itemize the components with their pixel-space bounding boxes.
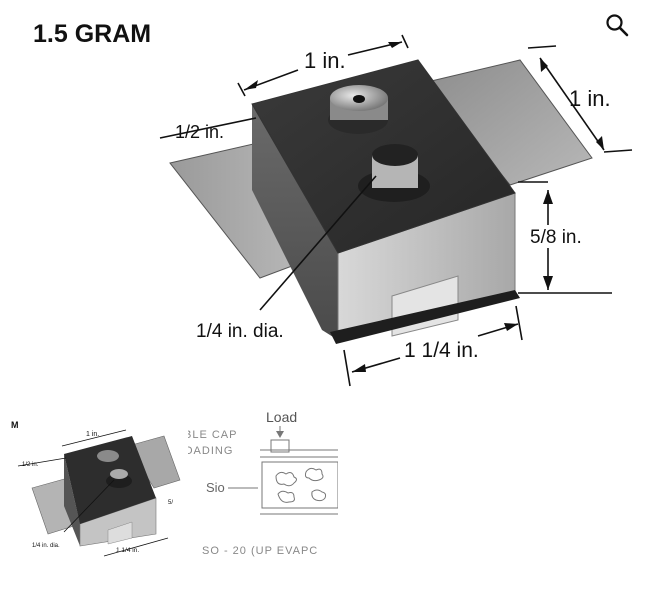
thumb-1-dim-flange: 1/2 in.: [22, 462, 39, 468]
thumb-1-dim-hole: 1/4 in. dia.: [32, 543, 60, 549]
dim-flange: 1/2 in.: [175, 122, 224, 142]
boat-diagram: 1.5 GRAM: [33, 20, 633, 387]
magnifier-icon: [606, 14, 629, 37]
thumbnail-strip: M 1 in. 1/2 in. 1/4 in. dia. 1 1/4 in.: [0, 400, 662, 599]
dim-depth: 1 in.: [569, 86, 611, 111]
dim-height: 5/8 in.: [530, 227, 582, 248]
thumbnail-2[interactable]: Load BLE CAP OADING Sio SO - 20 (UP EVAP…: [188, 402, 338, 564]
thumb-2-loading-label: OADING: [188, 445, 233, 457]
thumb-1-dim-height: 5/: [168, 500, 173, 506]
thumbnail-1[interactable]: M 1 in. 1/2 in. 1/4 in. dia. 1 1/4 in.: [8, 406, 186, 558]
thumb-1-dim-base: 1 1/4 in.: [116, 547, 139, 554]
main-product-image[interactable]: 1.5 GRAM: [0, 0, 662, 400]
dim-hole: 1/4 in. dia.: [196, 321, 284, 342]
thumb-2-cap-label: BLE CAP: [188, 429, 237, 441]
dim-base: 1 1/4 in.: [404, 339, 479, 362]
dim-top-width: 1 in.: [304, 48, 346, 73]
thumb-1-title: M: [11, 420, 19, 430]
main-title: 1.5 GRAM: [33, 20, 151, 48]
thumb-2-load-label: Load: [266, 409, 297, 425]
thumb-2-sio-label: Sio: [206, 480, 225, 495]
thumb-2-caption: SO - 20 (UP EVAPC: [202, 545, 318, 557]
zoom-button[interactable]: [600, 8, 634, 42]
thumb-1-dim-top: 1 in.: [86, 431, 99, 438]
